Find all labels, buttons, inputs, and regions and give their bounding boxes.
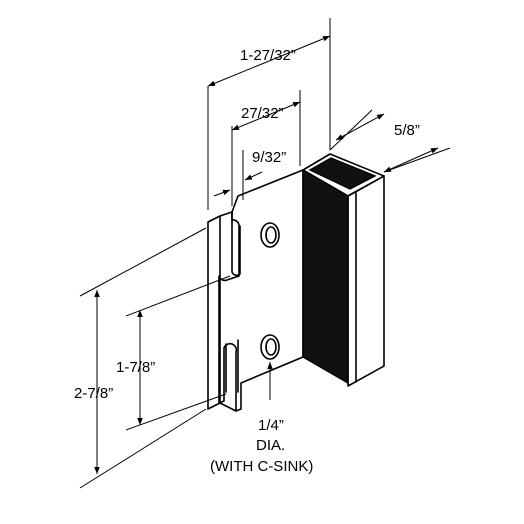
bracket-body [207,153,385,412]
upper-hole [260,222,280,248]
label-hole-csink: (WITH C-SINK) [210,458,313,475]
label-offset: 9/32” [252,149,286,166]
label-width-overall: 1-27/32” [240,47,296,64]
flange-bottom-edge [219,402,237,412]
lower-slot [225,339,239,393]
dimension-lines [94,35,439,474]
label-width-inner: 27/32” [241,105,284,122]
dimension-labels: 1-27/32” 27/32” 9/32” 5/8” 1-7/8” 2-7/8”… [74,47,420,475]
dim-line-overall-width [207,35,331,87]
label-hole-size: 1/4” [258,417,284,434]
label-hole-dia: DIA. [256,437,285,454]
dim-line-depth [335,113,385,141]
label-depth: 5/8” [394,122,420,139]
label-height-overall: 2-7/8” [74,385,113,402]
label-slot-spacing: 1-7/8” [116,359,155,376]
dim-line-offset-left [213,189,231,197]
upper-slot [231,211,241,277]
mounting-plate [218,169,304,412]
dim-line-offset-right [244,171,263,181]
block-side-face [347,175,385,387]
lower-hole [260,334,280,360]
flange-top-edge [219,211,233,217]
dark-block-front [302,168,349,385]
block-top-opening [308,157,377,190]
dim-line-depth-right [383,147,439,173]
dim-line-inner-width [231,101,301,131]
